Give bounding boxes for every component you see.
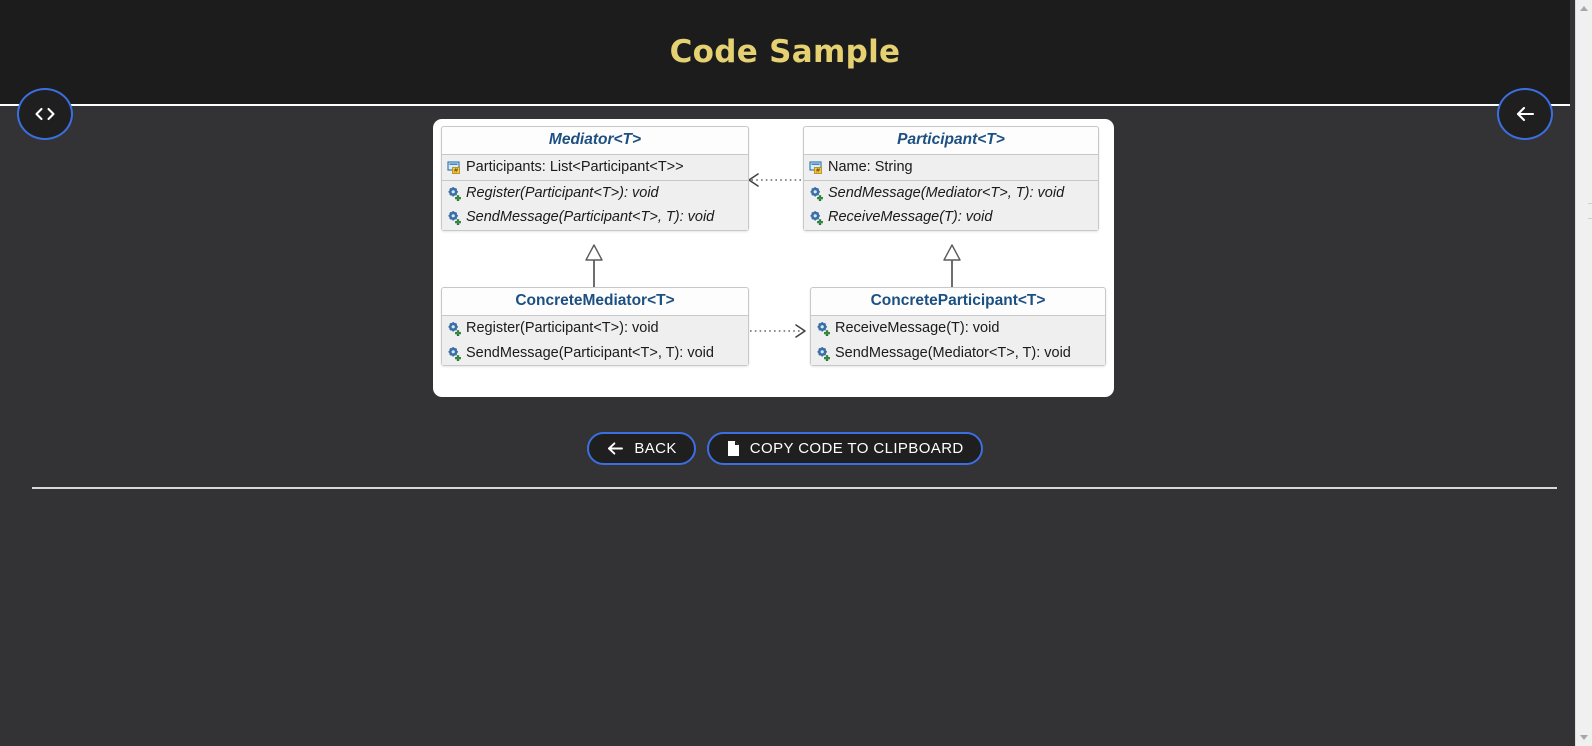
action-bar: BACK COPY CODE TO CLIPBOARD	[0, 432, 1570, 465]
uml-class-name: Participant<T>	[804, 127, 1098, 154]
scrollbar-notch	[1588, 203, 1592, 204]
uml-method-row: ReceiveMessage(T): void	[804, 205, 1098, 230]
method-icon	[816, 321, 831, 336]
uml-methods-section: ReceiveMessage(T): void SendMessage(Medi…	[811, 315, 1105, 366]
document-copy-icon	[726, 440, 741, 457]
method-icon	[816, 346, 831, 361]
uml-class-name: ConcreteMediator<T>	[442, 288, 748, 315]
uml-methods-section: Register(Participant<T>): void SendMessa…	[442, 315, 748, 366]
property-icon: #	[447, 160, 462, 175]
section-divider	[32, 487, 1557, 489]
page-header: Code Sample	[0, 0, 1570, 106]
uml-method-row: SendMessage(Participant<T>, T): void	[442, 205, 748, 230]
scrollbar-thumb[interactable]	[1577, 17, 1592, 677]
uml-method-row: SendMessage(Participant<T>, T): void	[442, 341, 748, 366]
uml-class-participant: Participant<T> # Name: String	[803, 126, 1099, 232]
svg-text:#: #	[815, 167, 820, 174]
uml-method-row: Register(Participant<T>): void	[442, 316, 748, 341]
page-scrollbar[interactable]	[1575, 0, 1592, 746]
back-button[interactable]: BACK	[587, 432, 696, 465]
uml-class-name: Mediator<T>	[442, 127, 748, 154]
uml-diagram-image: Mediator<T> # Participants: List<Partici…	[433, 119, 1114, 397]
svg-text:#: #	[453, 167, 458, 174]
method-icon	[447, 210, 462, 226]
chevron-down-icon	[1580, 735, 1588, 740]
uml-member-text: SendMessage(Mediator<T>, T): void	[828, 184, 1065, 201]
chevron-up-icon	[1580, 6, 1588, 11]
uml-member-text: Participants: List<Participant<T>>	[466, 159, 684, 175]
uml-property-row: # Name: String	[804, 155, 1098, 180]
page-title: Code Sample	[669, 34, 901, 70]
uml-member-text: SendMessage(Participant<T>, T): void	[466, 209, 715, 226]
uml-member-text: Register(Participant<T>): void	[466, 184, 659, 201]
scrollbar-down-button[interactable]	[1576, 729, 1592, 746]
uml-class-concrete-participant: ConcreteParticipant<T> ReceiveMessage(T)…	[810, 287, 1106, 367]
method-icon	[809, 210, 824, 226]
uml-properties-section: # Participants: List<Participant<T>>	[442, 154, 748, 180]
uml-member-text: Register(Participant<T>): void	[466, 320, 659, 336]
arrow-left-icon	[606, 441, 625, 456]
method-icon	[809, 186, 824, 201]
uml-method-row: SendMessage(Mediator<T>, T): void	[804, 181, 1098, 206]
uml-class-concrete-mediator: ConcreteMediator<T> Register(Participant…	[441, 287, 749, 367]
copy-code-button[interactable]: COPY CODE TO CLIPBOARD	[706, 432, 983, 465]
uml-methods-section: Register(Participant<T>): void SendMessa…	[442, 179, 748, 231]
uml-properties-section: # Name: String	[804, 154, 1098, 180]
uml-class-name: ConcreteParticipant<T>	[811, 288, 1105, 315]
code-brackets-icon	[33, 106, 57, 122]
uml-method-row: Register(Participant<T>): void	[442, 181, 748, 206]
uml-member-text: Name: String	[828, 159, 913, 175]
uml-diagram-canvas: Mediator<T> # Participants: List<Partici…	[433, 119, 1114, 397]
uml-member-text: SendMessage(Participant<T>, T): void	[466, 344, 714, 361]
arrow-left-icon	[1513, 104, 1537, 124]
uml-property-row: # Participants: List<Participant<T>>	[442, 155, 748, 180]
uml-method-row: ReceiveMessage(T): void	[811, 316, 1105, 341]
uml-member-text: SendMessage(Mediator<T>, T): void	[835, 344, 1071, 361]
copy-code-button-label: COPY CODE TO CLIPBOARD	[749, 440, 964, 457]
method-icon	[447, 346, 462, 361]
uml-methods-section: SendMessage(Mediator<T>, T): void Receiv…	[804, 179, 1098, 231]
scrollbar-notch	[1588, 218, 1592, 219]
back-round-button[interactable]	[1497, 88, 1553, 140]
uml-class-mediator: Mediator<T> # Participants: List<Partici…	[441, 126, 749, 232]
view-code-button[interactable]	[17, 88, 73, 140]
uml-member-text: ReceiveMessage(T): void	[835, 320, 1000, 336]
scrollbar-up-button[interactable]	[1576, 0, 1592, 17]
uml-member-text: ReceiveMessage(T): void	[828, 209, 993, 226]
property-icon: #	[809, 160, 824, 175]
back-button-label: BACK	[634, 440, 677, 457]
uml-method-row: SendMessage(Mediator<T>, T): void	[811, 341, 1105, 366]
method-icon	[447, 321, 462, 336]
method-icon	[447, 186, 462, 201]
